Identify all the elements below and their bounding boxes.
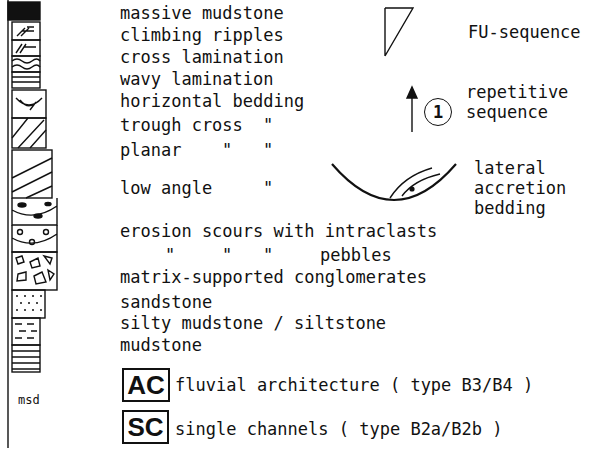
log-label: lateral accretion bedding [474,158,584,218]
log-label: erosion scours with intraclasts [120,221,437,241]
log-label: repetitive sequence [466,82,584,122]
ditto-mark: " [263,140,273,160]
log-label: matrix-supported conglomerates [120,267,427,287]
log-label: massive mudstone [120,3,284,23]
log-label: planar [120,140,181,160]
log-label: sandstone [120,292,212,312]
log-label: horizontal bedding [120,91,304,111]
ditto-mark: " [263,115,273,135]
log-label: trough cross [120,115,243,135]
log-label: climbing ripples [120,25,284,45]
key-box: SC [122,410,169,444]
log-label: fluvial architecture ( type B3/B4 ) [175,375,533,395]
key-code: SC [127,414,163,440]
ditto-mark: " [263,245,273,265]
log-label: wavy lamination [120,69,274,89]
log-label: single channels ( type B2a/B2b ) [175,419,503,439]
sequence-number: 1 [433,104,443,121]
log-label: msd [18,393,40,407]
log-label: FU-sequence [468,22,581,42]
sequence-circle: 1 [424,98,452,126]
ditto-mark: " [263,178,273,198]
log-label: low angle [120,178,212,198]
log-label: silty mudstone / siltstone [120,313,386,333]
ditto-mark: " [222,245,232,265]
key-code: AC [127,372,165,398]
key-box: AC [122,368,170,402]
log-label: mudstone [120,335,202,355]
ditto-mark: " [165,245,175,265]
ditto-mark: " [222,140,232,160]
log-label: cross lamination [120,47,284,67]
log-label: pebbles [320,245,392,265]
